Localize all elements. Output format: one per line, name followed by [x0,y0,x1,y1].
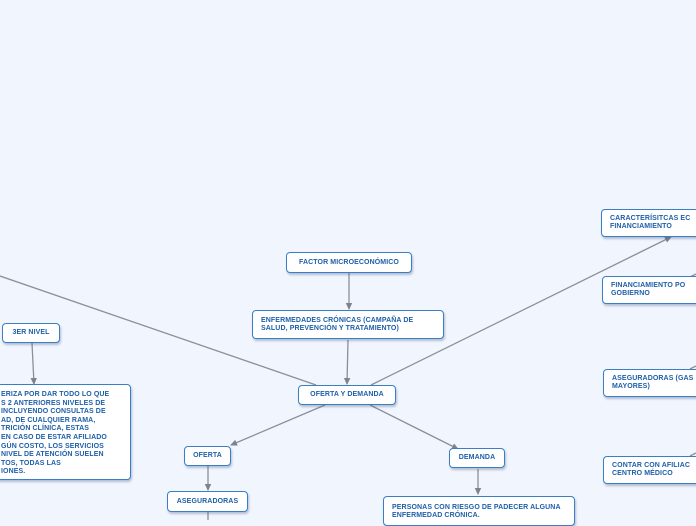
connector-enfermedades-oferta-demanda [343,339,351,385]
connector-oferta-demanda-caracteristicas [370,236,672,386]
node-oferta[interactable]: OFERTA [184,446,231,466]
connector-contar-right [689,452,696,457]
connector-3er-nivel-desc [30,342,37,385]
node-aseguradoras[interactable]: ASEGURADORAS [167,491,248,512]
connector-oferta-demanda-oferta [230,404,326,446]
connector-oferta-demanda-left [0,275,317,386]
node-personas-riesgo[interactable]: PERSONAS CON RIESGO DE PADECER ALGUNA EN… [383,496,575,526]
node-caracteristicas-financiamiento[interactable]: CARACTERÍSITCAS EC FINANCIAMIENTO [601,209,696,237]
node-factor-microeconomico[interactable]: FACTOR MICROECONÓMICO [286,252,412,273]
node-demanda[interactable]: DEMANDA [449,448,505,468]
connector-oferta-demanda-demanda [369,404,459,450]
node-3er-nivel[interactable]: 3ER NIVEL [2,323,60,343]
node-financiamiento-gobierno[interactable]: FINANCIAMIENTO PO GOBIERNO [602,276,696,304]
connector-aseguradoras-gas-right [689,365,696,370]
node-3er-nivel-descripcion[interactable]: ERIZA POR DAR TODO LO QUE S 2 ANTERIORES… [0,384,131,480]
node-contar-afiliacion[interactable]: CONTAR CON AFILIAC CENTRO MÉDICO [603,456,696,484]
node-oferta-y-demanda[interactable]: OFERTA Y DEMANDA [298,385,396,405]
node-enfermedades-cronicas[interactable]: ENFERMEDADES CRÓNICAS (CAMPAÑA DE SALUD,… [252,310,444,339]
node-aseguradoras-gastos[interactable]: ASEGURADORAS (GAS MAYORES) [603,369,696,397]
